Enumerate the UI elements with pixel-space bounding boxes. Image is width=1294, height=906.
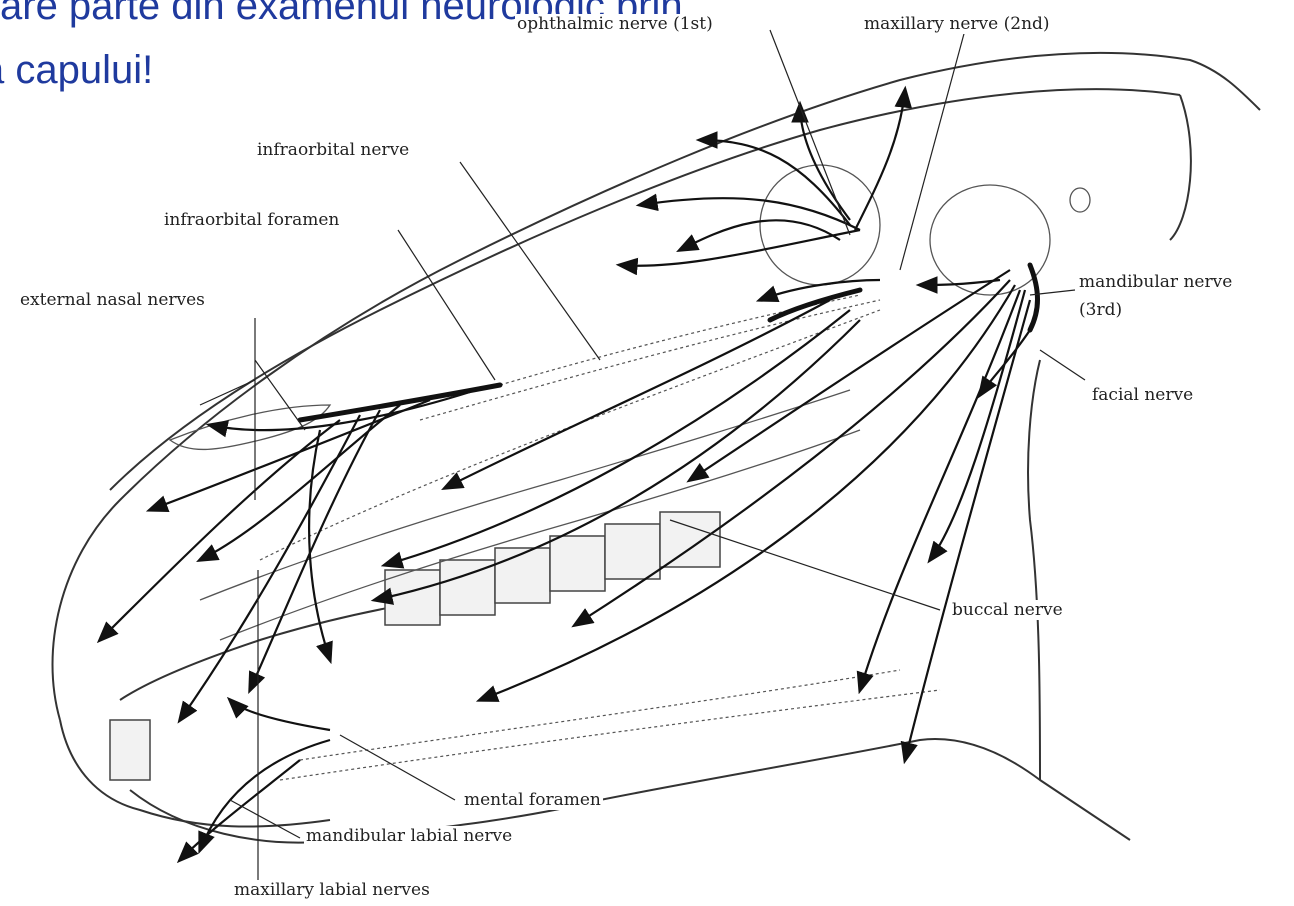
mandibular-nerve-label: mandibular nerve [1077,272,1234,292]
teeth-row [110,512,720,780]
infraorbital-foramen-label: infraorbital foramen [162,210,341,230]
facial-nerve-label: facial nerve [1090,385,1195,405]
maxillary-labial-nerves-label: maxillary labial nerves [232,880,432,900]
maxillary-nerve-label: maxillary nerve (2nd) [862,14,1052,34]
head-outline [53,53,1261,843]
mandibular-nerve-number-label: (3rd) [1077,300,1124,320]
nerve-branches [100,90,1030,860]
slide-title-line-2: a capului! [0,48,153,92]
ophthalmic-nerve-label: ophthalmic nerve (1st) [515,14,715,34]
mental-foramen-label: mental foramen [462,790,603,810]
nerve-trunks [300,265,1038,420]
infraorbital-nerve-label: infraorbital nerve [255,140,411,160]
buccal-nerve-label: buccal nerve [950,600,1065,620]
mandibular-labial-nerve-label: mandibular labial nerve [304,826,514,846]
external-nasal-nerves-label: external nasal nerves [18,290,207,310]
